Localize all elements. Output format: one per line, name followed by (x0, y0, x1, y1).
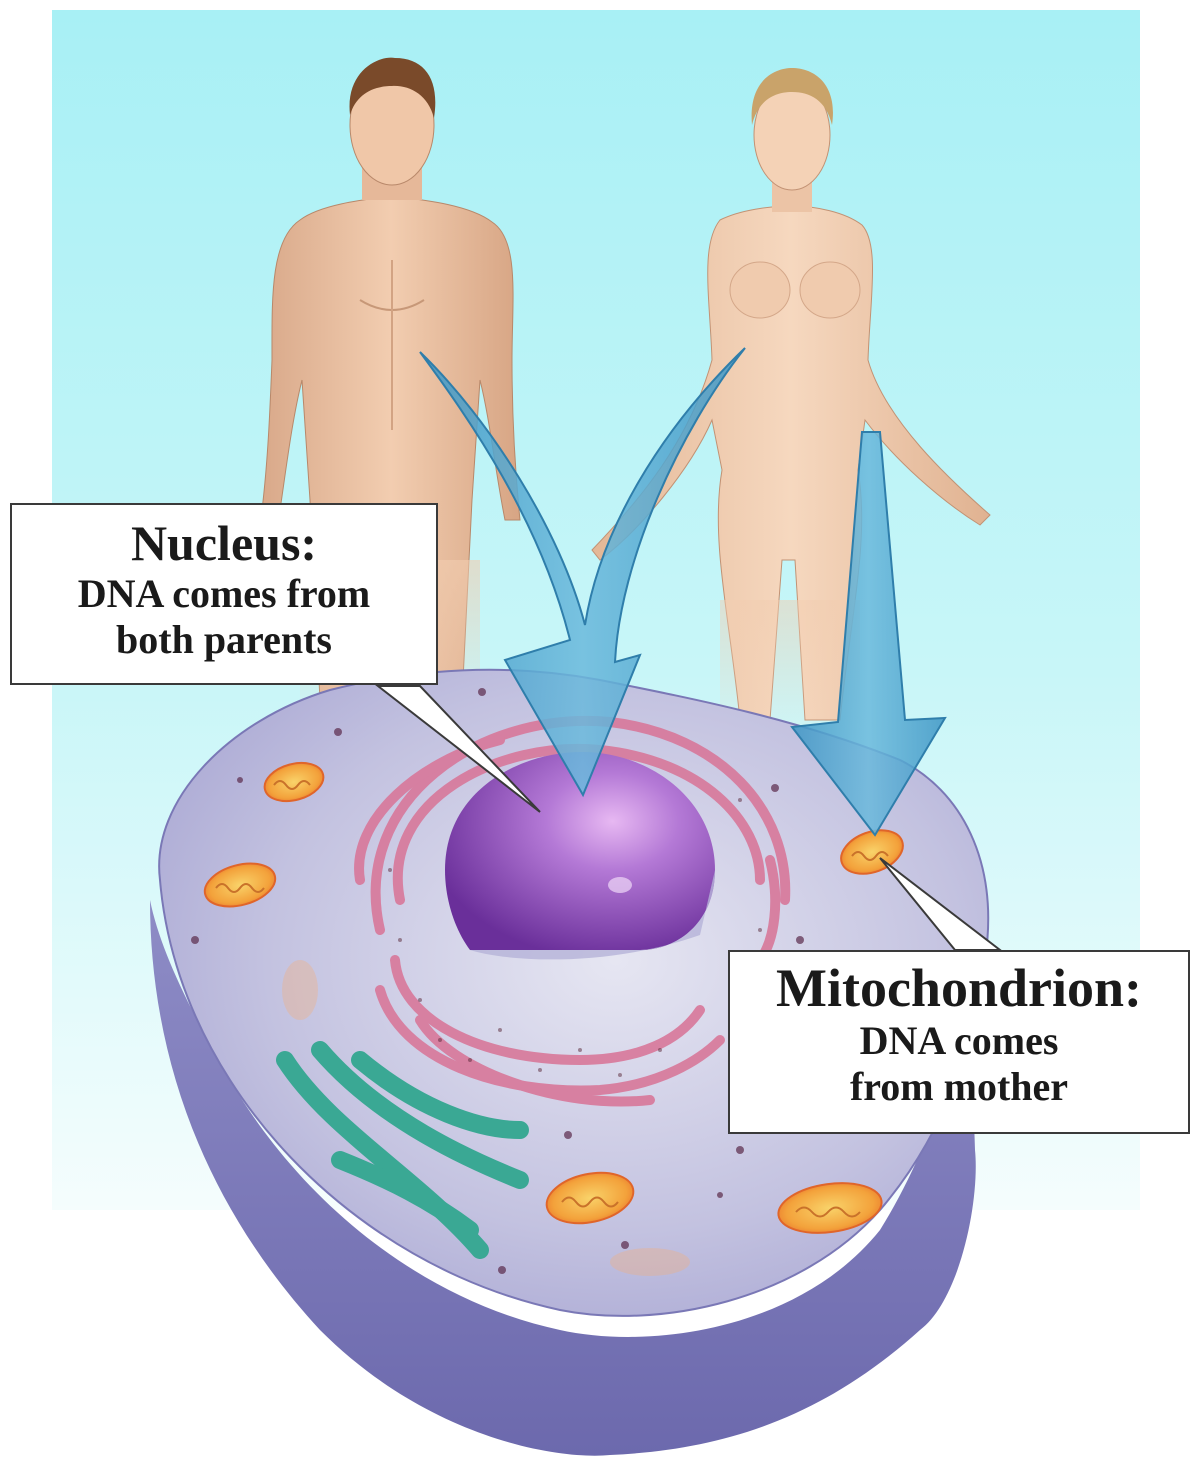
mitochondrion-heading: Mitochondrion: (730, 958, 1188, 1018)
nucleus-heading: Nucleus: (12, 515, 436, 571)
nucleus-line-2: both parents (12, 617, 436, 663)
nucleus-callout: Nucleus: DNA comes from both parents (10, 503, 438, 685)
mitochondrion-line-2: from mother (730, 1064, 1188, 1110)
mitochondrion-callout: Mitochondrion: DNA comes from mother (728, 950, 1190, 1134)
mitochondrion-line-1: DNA comes (730, 1018, 1188, 1064)
nucleus-line-1: DNA comes from (12, 571, 436, 617)
